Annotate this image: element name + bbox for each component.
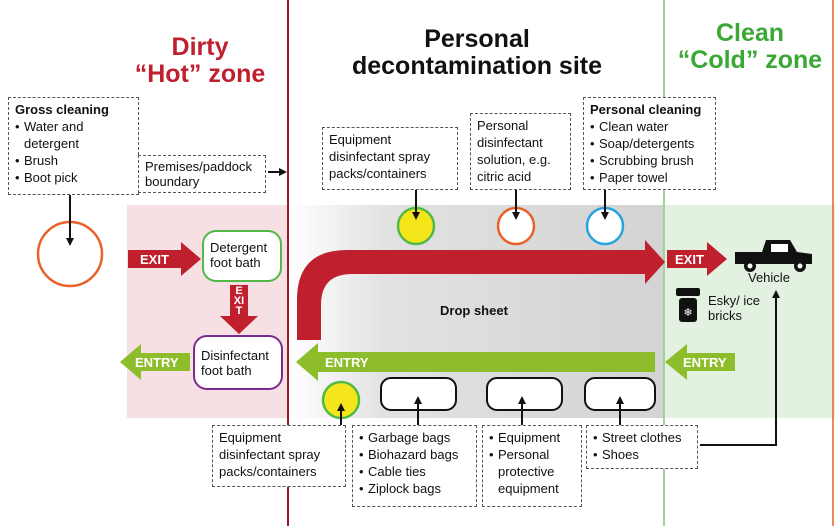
clean-zone-title-line2: “Cold” zone (677, 46, 823, 74)
bags-item: Ziplock bags (359, 480, 470, 497)
entry-label-left: ENTRY (135, 355, 179, 370)
esky-label: Esky/ ice bricks (708, 293, 761, 323)
exit-route-arrow (297, 240, 665, 340)
equipment-box: Equipment Personal protective equipment (482, 425, 582, 507)
entry-arrow-left (120, 344, 190, 380)
exit-arrow-down (220, 285, 258, 334)
dirty-zone-title: Dirty “Hot” zone (120, 34, 280, 88)
personal-cleaning-title: Personal cleaning (590, 102, 702, 117)
personal-cleaning-item: Paper towel (590, 169, 709, 186)
entry-label-main: ENTRY (325, 355, 369, 370)
clothes-item: Shoes (593, 446, 691, 463)
equipment-item: Equipment (489, 429, 575, 446)
personal-cleaning-item: Clean water (590, 118, 709, 135)
detergent-foot-bath-label: Detergent foot bath (210, 240, 268, 270)
site-title-line2: decontamination site (351, 52, 603, 80)
clothes-to-vehicle-connector (700, 290, 780, 446)
entry-label-right: ENTRY (683, 355, 727, 370)
disinfectant-foot-bath: Disinfectant foot bath (193, 335, 283, 390)
clothes-box: Street clothes Shoes (586, 425, 698, 469)
gross-cleaning-title: Gross cleaning (15, 102, 109, 117)
exit-arrow-left (128, 242, 201, 276)
site-title: Personal decontamination site (300, 26, 654, 80)
dirty-zone-title-line1: Dirty (171, 33, 229, 61)
exit-label-right: EXIT (675, 252, 704, 267)
bags-item: Cable ties (359, 463, 470, 480)
exit-arrow-right (667, 242, 727, 276)
exit-label-left: EXIT (140, 252, 169, 267)
personal-cleaning-box: Personal cleaning Clean water Soap/deter… (583, 97, 716, 190)
gross-cleaning-box: Gross cleaning Water and detergent Brush… (8, 97, 139, 195)
vehicle-label: Vehicle (748, 270, 790, 285)
entry-arrow-right (665, 344, 735, 380)
premises-boundary-box: Premises/paddock boundary (138, 155, 266, 193)
exit-label-down: EXIT (233, 285, 245, 317)
equipment-spray-top-label: Equipment disinfectant spray packs/conta… (329, 132, 431, 181)
premises-boundary-label: Premises/paddock boundary (145, 159, 252, 189)
equipment-spray-bottom-label: Equipment disinfectant spray packs/conta… (219, 430, 321, 479)
bags-box: Garbage bags Biohazard bags Cable ties Z… (352, 425, 477, 507)
esky-icon: ❄ (676, 288, 700, 322)
bags-item: Biohazard bags (359, 446, 470, 463)
bags-item: Garbage bags (359, 429, 470, 446)
equipment-spray-top-box: Equipment disinfectant spray packs/conta… (322, 127, 458, 190)
equipment-container (486, 377, 563, 411)
disinfectant-foot-bath-label: Disinfectant foot bath (201, 348, 269, 378)
personal-disinfectant-box: Personal disinfectant solution, e.g. cit… (470, 113, 571, 190)
personal-disinfectant-label: Personal disinfectant solution, e.g. cit… (477, 118, 551, 184)
gross-cleaning-item: Boot pick (15, 169, 132, 186)
dirty-zone-title-line2: “Hot” zone (134, 60, 266, 88)
gross-cleaning-item: Water and detergent (15, 118, 132, 152)
personal-cleaning-item: Soap/detergents (590, 135, 709, 152)
gross-cleaning-item: Brush (15, 152, 132, 169)
clothes-item: Street clothes (593, 429, 691, 446)
detergent-foot-bath: Detergent foot bath (202, 230, 282, 282)
clean-zone-title-line1: Clean (715, 19, 785, 47)
personal-cleaning-item: Scrubbing brush (590, 152, 709, 169)
equipment-item: Personal protective equipment (489, 446, 575, 497)
clean-zone-title: Clean “Cold” zone (668, 20, 832, 74)
svg-text:❄: ❄ (683, 306, 692, 319)
equipment-spray-bottom-box: Equipment disinfectant spray packs/conta… (212, 425, 346, 487)
vehicle-icon (735, 240, 812, 272)
site-title-line1: Personal (424, 25, 530, 53)
entry-arrow-main (296, 343, 655, 381)
drop-sheet-label: Drop sheet (440, 303, 508, 318)
